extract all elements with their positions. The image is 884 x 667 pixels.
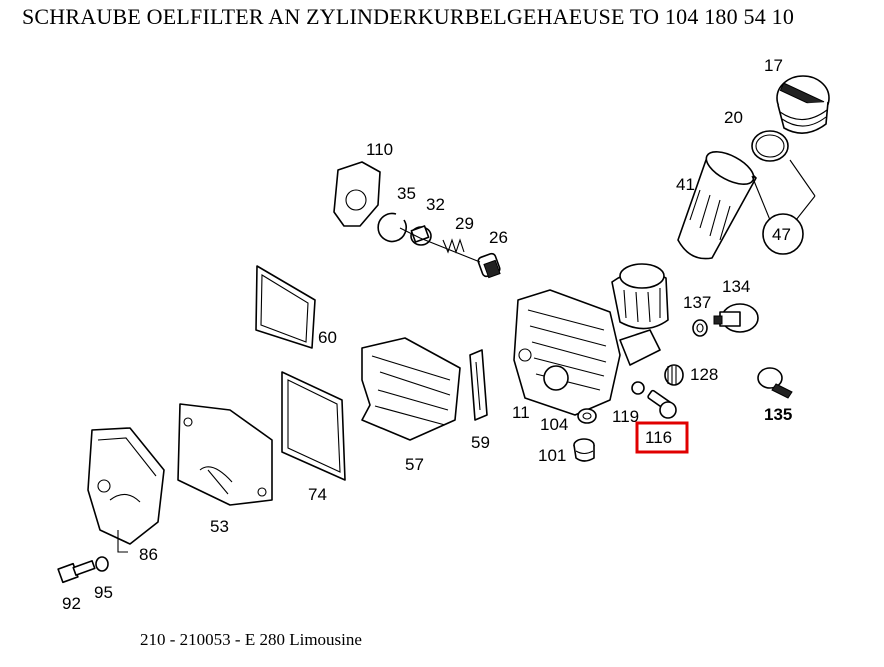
callout-41: 41 [676, 175, 695, 194]
callout-53: 53 [210, 517, 229, 536]
callout-137: 137 [683, 293, 711, 312]
callout-32: 32 [426, 195, 445, 214]
part-17-filter-cap[interactable] [776, 75, 830, 134]
part-57-oil-baffle[interactable] [361, 337, 461, 441]
callout-20: 20 [724, 108, 743, 127]
footer-caption: 210 - 210053 - E 280 Limousine [140, 630, 362, 649]
part-135-temp-switch[interactable] [757, 367, 793, 399]
part-29-spring[interactable] [442, 238, 465, 254]
part-110-gasket[interactable] [333, 161, 381, 227]
callout-74: 74 [308, 485, 327, 504]
callout-11: 11 [512, 403, 530, 422]
highlight-box-116[interactable] [635, 421, 689, 454]
part-53-cover[interactable] [177, 403, 273, 506]
callout-110: 110 [366, 140, 393, 159]
part-11-filter-housing[interactable] [513, 263, 669, 416]
part-128-plug[interactable] [664, 364, 684, 386]
callout-59: 59 [471, 433, 490, 452]
callout-116: 116 [645, 428, 672, 447]
part-20-sealing-ring[interactable] [751, 130, 789, 162]
part-74-gasket[interactable] [281, 371, 346, 481]
part-137-washer[interactable] [692, 319, 708, 337]
part-86-oil-pan[interactable] [87, 427, 165, 545]
page-title: SCHRAUBE OELFILTER AN ZYLINDERKURBELGEHA… [22, 4, 795, 29]
callout-57: 57 [405, 455, 424, 474]
part-116-screw[interactable] [647, 389, 677, 419]
part-134-pressure-sender[interactable] [713, 303, 759, 333]
callout-60: 60 [318, 328, 337, 347]
callout-92: 92 [62, 594, 81, 613]
callout-35: 35 [397, 184, 416, 203]
callout-128: 128 [690, 365, 718, 384]
part-60-gasket[interactable] [255, 265, 316, 349]
callout-95: 95 [94, 583, 113, 602]
part-119-seal-ring[interactable] [631, 381, 645, 395]
callout-101: 101 [538, 446, 566, 465]
callout-135: 135 [764, 405, 792, 424]
callout-134: 134 [722, 277, 750, 296]
callout-104: 104 [540, 415, 568, 434]
part-35-circlip[interactable] [377, 212, 407, 243]
part-32-valve-piston[interactable] [410, 225, 432, 246]
part-47-kit-circle[interactable] [762, 213, 804, 255]
callout-29: 29 [455, 214, 474, 233]
callout-47: 47 [772, 225, 791, 244]
part-104-washer[interactable] [577, 408, 597, 424]
part-41-filter-element[interactable] [677, 145, 759, 260]
part-92-screw[interactable] [57, 560, 96, 584]
part-59-bracket[interactable] [469, 349, 488, 421]
part-95-washer[interactable] [95, 556, 109, 572]
callout-86: 86 [139, 545, 158, 564]
part-26-valve-plug[interactable] [477, 252, 501, 279]
callout-119: 119 [612, 407, 639, 426]
part-101-drain-plug[interactable] [573, 438, 595, 462]
callout-26: 26 [489, 228, 508, 247]
callout-17: 17 [764, 56, 783, 75]
